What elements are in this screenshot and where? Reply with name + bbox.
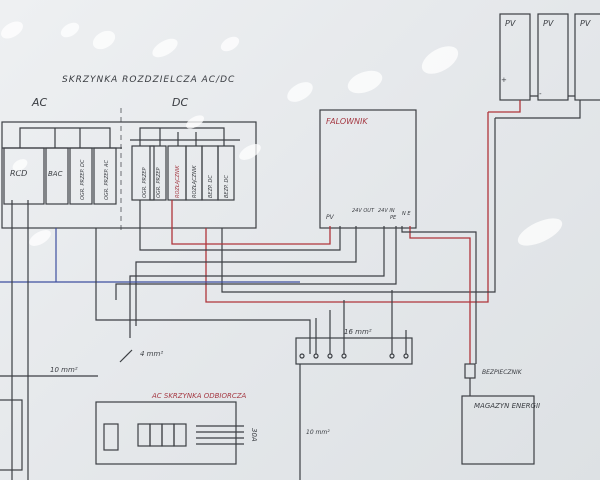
busbar-terminal <box>313 353 319 359</box>
dc-device-surge <box>131 145 155 201</box>
ac-device-surge-ac <box>93 147 117 205</box>
glare-spot <box>347 70 383 94</box>
circuit-label: 30A <box>250 428 258 442</box>
ac-breaker <box>161 423 175 447</box>
inverter-ac-out <box>135 226 357 326</box>
inverter-terminal-label: 24V IN <box>378 208 395 214</box>
glare-spot <box>60 22 80 38</box>
dc-device-label: OGR. PRZEP <box>156 167 162 198</box>
ac-device-bac <box>45 147 69 205</box>
cable-slash <box>119 349 133 363</box>
busbar-terminal <box>403 353 409 359</box>
glare-spot <box>1 21 23 39</box>
dc-device-label: ROZŁĄCZNIK <box>192 165 198 198</box>
pv-panel-label: PV <box>580 19 591 28</box>
main-bus-cable-label: 16 mm² <box>344 328 372 336</box>
pv-black-wire-top <box>495 100 581 119</box>
inverter-black-battery <box>401 226 477 364</box>
busbar-risers <box>315 290 407 354</box>
ac-breaker <box>173 423 187 447</box>
glare-spot <box>12 159 28 171</box>
inverter-terminal-label: 24V OUT <box>352 208 375 214</box>
glare-spot <box>92 30 116 50</box>
pv-minus-mark: - <box>539 90 542 98</box>
inverter-red-dc <box>171 200 331 245</box>
left-load-box <box>0 399 23 471</box>
glare-spot <box>287 82 313 102</box>
dc-device-label: OGR. PRZEP <box>142 167 148 198</box>
pv-red-wire <box>205 112 489 303</box>
pv-panel <box>537 13 569 101</box>
pv-array: PV PV PV + - <box>499 13 600 101</box>
ac-device-label: OGR. PRZEP. AC <box>104 160 110 200</box>
inverter-label: FALOWNIK <box>326 117 368 126</box>
dc-device-label: ROZŁĄCZNIK <box>175 165 181 198</box>
vertical-cable-label: 10 mm² <box>306 429 330 436</box>
ac-device-surge-dc <box>69 147 93 205</box>
glare-spot <box>239 144 261 160</box>
glare-spot <box>421 46 459 74</box>
ac-breaker <box>149 423 163 447</box>
ac-section-label: AC <box>31 96 48 109</box>
energy-storage-label: MAGAZYN ENERGII <box>474 402 540 410</box>
energy-storage-box <box>461 395 535 465</box>
ac-device-label: OGR. PRZEP. DC <box>80 159 86 200</box>
inverter-black-dc <box>139 200 341 251</box>
glare-spot <box>152 38 178 58</box>
light-reflections <box>1 21 563 246</box>
ac-bus-cable-label: 4 mm² <box>140 350 163 358</box>
ac-device-label: RCD <box>10 169 27 178</box>
glare-spot <box>220 36 240 52</box>
busbar-terminal <box>299 353 305 359</box>
dc-section-label: DC <box>172 96 188 109</box>
inverter-red-battery <box>409 226 471 364</box>
pv-black-wire <box>221 118 496 293</box>
ac-breaker <box>137 423 151 447</box>
fuse-element <box>464 363 476 379</box>
pv-panel-label: PV <box>543 19 554 28</box>
ac-breaker <box>103 423 119 451</box>
busbar-terminal <box>341 353 347 359</box>
dc-device-label: BEZP. DC <box>224 175 230 198</box>
ac-cabinet-label: AC SKRZYNKA ODBIORCZA <box>151 392 247 400</box>
pv-panel-label: PV <box>505 19 516 28</box>
dc-top-wiring <box>139 127 225 146</box>
busbar-terminals <box>299 353 409 359</box>
glare-spot <box>29 230 51 246</box>
dc-device-surge <box>149 145 167 201</box>
ac-device-label: BAC <box>48 170 63 178</box>
inverter-terminal-label: PE <box>390 215 397 221</box>
ac-receiving-box <box>95 401 237 465</box>
ac-device-group: RCD BAC OGR. PRZEP. DC OGR. PRZEP. AC <box>3 127 117 205</box>
diagram-title: SKRZYNKA ROZDZIELCZA AC/DC <box>62 75 235 85</box>
pv-red-wire-top <box>488 100 521 113</box>
ac-feed-cable-label: 10 mm² <box>50 366 78 374</box>
ac-top-wiring <box>19 127 111 148</box>
busbar-terminal <box>389 353 395 359</box>
inverter-pe <box>115 226 397 300</box>
fuse-label: BEZPIECZNIK <box>482 369 523 376</box>
inverter-box <box>319 109 417 229</box>
dc-device-fuse <box>217 145 235 201</box>
busbar-terminal <box>327 353 333 359</box>
ac-return-wire <box>95 228 311 354</box>
inverter-terminal-label: N E <box>402 211 411 217</box>
ac-vertical-wires <box>11 200 29 480</box>
ac-breakers <box>103 423 187 451</box>
dc-device-label: BEZP. DC <box>208 175 214 198</box>
glare-spot <box>185 115 205 129</box>
inverter-ac-in <box>129 226 385 338</box>
dc-device-group: OGR. PRZEP OGR. PRZEP ROZŁĄCZNIK ROZŁĄCZ… <box>131 127 235 201</box>
pv-panel <box>499 13 531 101</box>
distribution-box <box>1 121 257 229</box>
pv-panel <box>574 13 600 101</box>
glare-spot <box>517 218 563 246</box>
ac-outgoing-circuits <box>196 425 244 445</box>
ac-device-rcd <box>3 147 45 205</box>
pv-plus-mark: + <box>501 76 507 84</box>
main-busbar-box <box>295 337 413 365</box>
inverter-terminal-label: PV <box>326 214 335 221</box>
